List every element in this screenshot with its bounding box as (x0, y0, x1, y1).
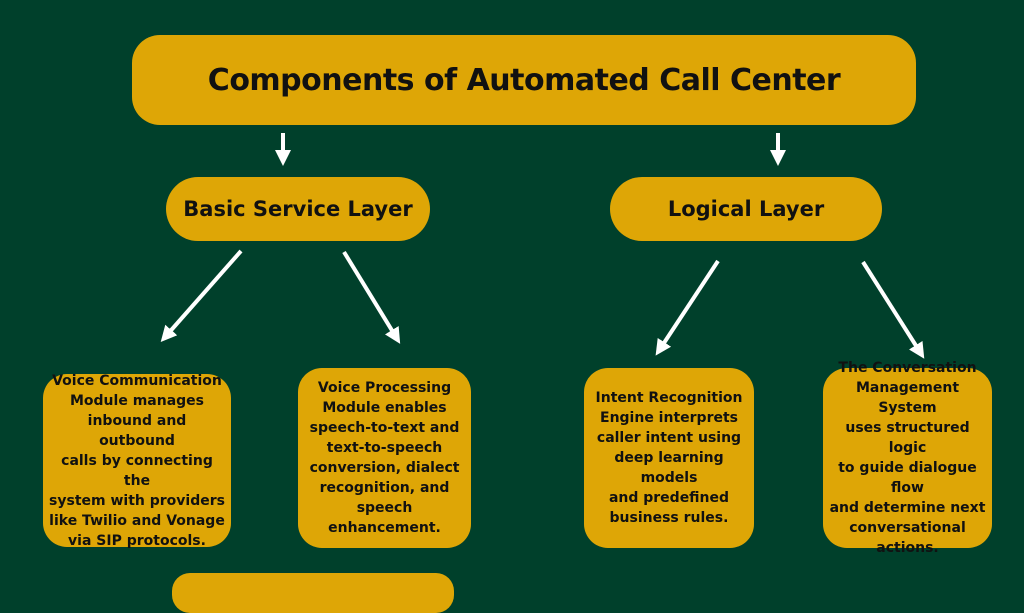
card-line: and determine next (829, 500, 986, 516)
card-line: Voice Processing (317, 380, 452, 396)
logical-layer-node: Logical Layer (610, 177, 882, 241)
voice-communication-module-card: Voice Communication Module manages inbou… (43, 372, 231, 549)
card-line: inbound and outbound (87, 412, 187, 449)
arrow-logical-to-intent-recognition (655, 259, 720, 356)
card-line: business rules. (609, 510, 729, 526)
card-line: Module manages (69, 392, 204, 409)
card-line: Intent Recognition (595, 390, 743, 406)
card-line: like Twilio and Vonage (49, 512, 225, 529)
card-line: actions. (876, 540, 939, 556)
card-line: system with providers (49, 492, 225, 509)
arrow-basic-to-voice-communication (160, 249, 243, 342)
card-line: Engine interprets (600, 410, 738, 426)
intent-recognition-engine-card: Intent Recognition Engine interprets cal… (584, 368, 754, 548)
card-line: speech enhancement. (328, 500, 441, 536)
conversation-management-system-card: The Conversation Management System uses … (823, 360, 992, 556)
card-line: uses structured logic (845, 420, 970, 456)
card-line: text-to-speech (326, 440, 443, 456)
card-line: Module enables (322, 400, 447, 416)
diagram-title: Components of Automated Call Center (132, 35, 916, 125)
card-line: calls by connecting the (61, 452, 213, 489)
cropped-bottom-node (172, 573, 454, 613)
arrow-logical-to-conversation-management (861, 260, 925, 359)
card-line: and predefined (608, 490, 730, 506)
card-line: recognition, and (319, 480, 450, 496)
voice-processing-module-card: Voice Processing Module enables speech-t… (298, 368, 471, 548)
connector-arrows (160, 133, 925, 359)
card-line: The Conversation (838, 360, 977, 376)
card-line: Voice Communication (52, 372, 222, 389)
card-line: to guide dialogue flow (838, 460, 977, 496)
card-line: conversational (849, 520, 966, 536)
arrow-basic-to-voice-processing (342, 250, 401, 344)
card-line: conversion, dialect (309, 460, 460, 476)
card-line: caller intent using (596, 430, 742, 446)
card-line: Management System (855, 380, 960, 416)
card-line: deep learning models (614, 450, 724, 486)
basic-service-layer-node: Basic Service Layer (166, 177, 430, 241)
card-line: via SIP protocols. (68, 532, 206, 549)
card-line: speech-to-text and (309, 420, 460, 436)
